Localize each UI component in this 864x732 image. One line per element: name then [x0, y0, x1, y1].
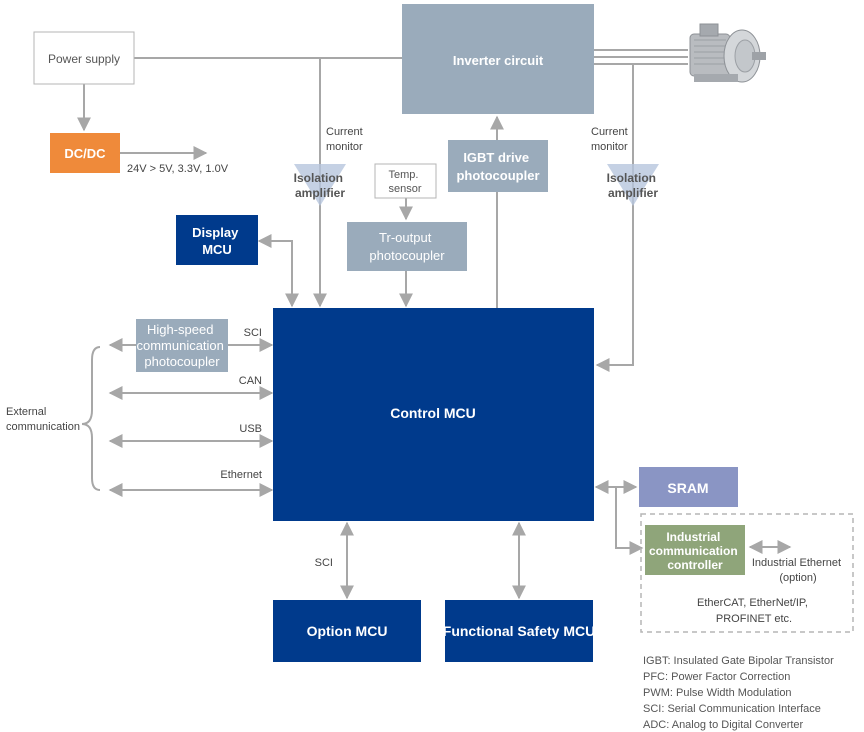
legend-item: ADC: Analog to Digital Converter [643, 719, 804, 731]
display-to-control-arrow [257, 234, 299, 308]
sram-label: SRAM [667, 480, 708, 496]
tr-output-photocoupler-block: Tr-output photocoupler [347, 222, 467, 271]
industrial-comm-controller-block: Industrial communication controller [645, 525, 745, 575]
temp-sensor-block: Temp. sensor [374, 163, 437, 199]
dcdc-block: DC/DC [50, 133, 120, 173]
ethernet-label: Ethernet [220, 469, 262, 481]
legend-item: IGBT: Insulated Gate Bipolar Transistor [643, 655, 834, 667]
sci-bottom-label: SCI [315, 557, 333, 569]
svg-text:IGBT drive photocoupler: IGBT drive photocoupler [456, 150, 539, 183]
svg-text:Isolation amplifier: Isolation amplifier [294, 171, 347, 200]
control-mcu-label: Control MCU [390, 405, 476, 421]
sci-label: SCI [244, 327, 262, 339]
functional-safety-mcu-label: Functional Safety MCU [443, 623, 595, 639]
can-label: CAN [239, 375, 262, 387]
current-monitor-left-label: Current monitor [326, 126, 366, 153]
svg-text:Tr-output photocoupler: Tr-output photocoupler [369, 230, 445, 263]
dcdc-output-label: 24V > 5V, 3.3V, 1.0V [127, 163, 229, 175]
legend-item: PWM: Pulse Width Modulation [643, 687, 792, 699]
inverter-circuit-label: Inverter circuit [453, 53, 544, 68]
control-to-industrial-arrow [615, 487, 644, 555]
power-supply-block: Power supply [33, 31, 135, 85]
protocols-label: EtherCAT, EtherNet/IP, PROFINET etc. [697, 597, 811, 625]
svg-text:Isolation amplifier: Isolation amplifier [607, 171, 660, 200]
control-mcu-block: Control MCU [273, 308, 594, 521]
industrial-ethernet-label: Industrial Ethernet (option) [752, 557, 844, 584]
current-monitor-right-label: Current monitor [591, 126, 631, 153]
svg-text:Display MCU: Display MCU [192, 225, 242, 257]
svg-text:Temp. sensor: Temp. sensor [388, 169, 421, 195]
dcdc-label: DC/DC [64, 146, 106, 161]
isolation-amplifier-left: Isolation amplifier [294, 164, 347, 206]
svg-text:Industrial communication: Industrial communication controller [649, 530, 741, 572]
power-supply-label: Power supply [48, 52, 120, 66]
external-comm-brace [81, 346, 101, 491]
current-monitor-right-line [595, 64, 634, 372]
display-mcu-block: Display MCU [176, 215, 258, 265]
high-speed-photocoupler-block: High-speed communication photocoupler [136, 319, 228, 372]
external-communication-label: External communication [6, 406, 80, 433]
svg-text:High-speed communication: High-speed communication photocoupler [136, 322, 227, 369]
option-mcu-block: Option MCU [273, 600, 421, 662]
motor-image [689, 23, 766, 83]
legend-item: SCI: Serial Communication Interface [643, 703, 821, 715]
igbt-drive-photocoupler-block: IGBT drive photocoupler [448, 140, 548, 192]
inverter-circuit-block: Inverter circuit [402, 4, 594, 114]
industrial-option-region [640, 513, 854, 633]
functional-safety-mcu-block: Functional Safety MCU [443, 600, 595, 662]
legend-item: PFC: Power Factor Correction [643, 671, 790, 683]
option-mcu-label: Option MCU [307, 623, 388, 639]
sram-block: SRAM [639, 467, 738, 507]
isolation-amplifier-right: Isolation amplifier [607, 164, 660, 206]
abbreviation-legend: IGBT: Insulated Gate Bipolar Transistor … [643, 655, 834, 731]
usb-label: USB [239, 423, 262, 435]
